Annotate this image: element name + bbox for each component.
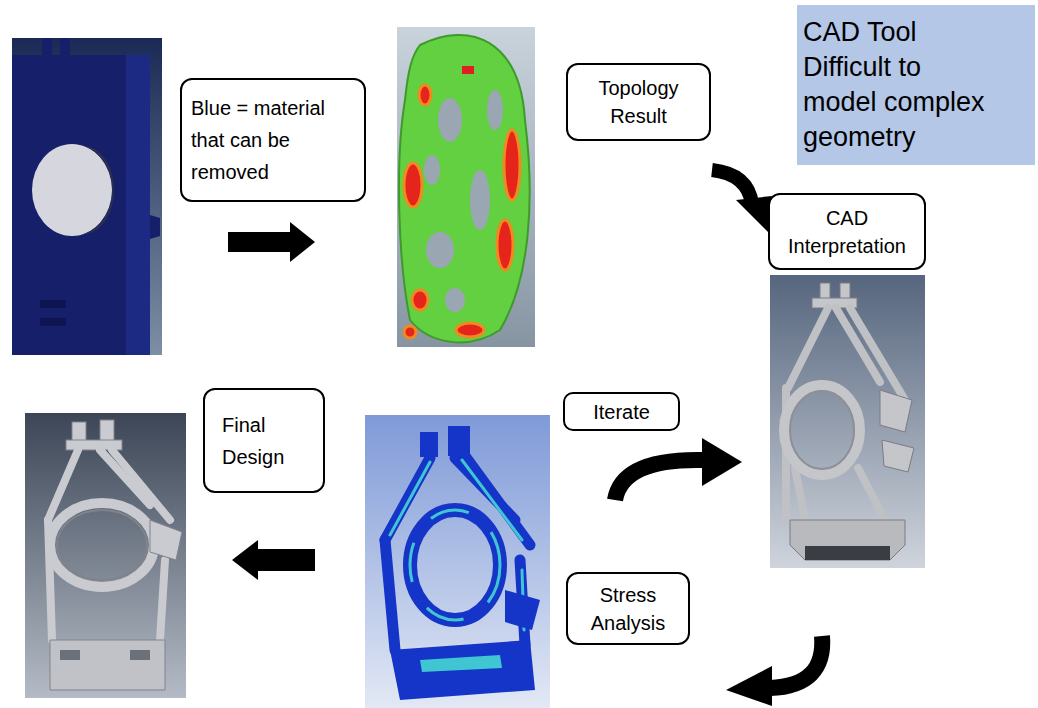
null-part-part — [788, 308, 828, 388]
topology-image-part — [424, 155, 440, 185]
label-text: Topology Result — [578, 74, 699, 130]
topology-image-part — [438, 98, 462, 142]
stress-image-part — [410, 510, 500, 620]
topology-image-part — [487, 90, 503, 130]
label-text: Blue = material that can be removed — [191, 92, 354, 188]
label-text: Stress Analysis — [578, 581, 678, 637]
stress-image-part — [390, 640, 535, 700]
final-image-part — [25, 413, 186, 698]
label-text: Iterate — [571, 399, 672, 425]
null-part-part — [504, 130, 520, 200]
cad-image-part — [882, 440, 914, 472]
original-part-image-part — [32, 144, 112, 236]
final-image-part — [57, 510, 147, 580]
final-image-part — [150, 520, 182, 560]
null-part-part — [497, 220, 513, 270]
cad-image-part — [805, 546, 890, 560]
note-box: CAD Tool Difficult to model complex geom… — [797, 5, 1035, 165]
final-image-part — [130, 650, 150, 660]
label-text: CAD Interpretation — [776, 204, 918, 260]
original-part-image-part — [126, 55, 150, 355]
original-part-image-part — [12, 55, 160, 355]
null-part — [404, 85, 520, 338]
null-part-part — [795, 468, 805, 520]
curved-arrow-part — [736, 196, 772, 232]
flow-arrow-part — [228, 222, 315, 262]
null-part-part — [456, 323, 484, 337]
final-image-part — [100, 420, 114, 442]
topology-image-part — [462, 66, 474, 74]
curved-arrow-part — [770, 636, 822, 688]
topology-image-part — [397, 27, 535, 347]
null-part-part — [850, 308, 905, 400]
final-image — [25, 413, 186, 698]
null-part-part — [404, 163, 422, 207]
topology-image-part — [426, 232, 454, 268]
topology-image — [397, 27, 535, 347]
label-text: CAD Tool Difficult to model complex geom… — [803, 15, 999, 155]
cad-image-part — [770, 275, 925, 568]
stress-image-part — [410, 510, 500, 620]
topology-image-part — [399, 35, 530, 342]
topology-image-part — [470, 170, 490, 230]
stress-image-part — [420, 655, 502, 672]
topology-image-part — [445, 288, 465, 312]
curved-arrow-part — [702, 438, 742, 486]
final-image-part — [50, 640, 165, 690]
step-label-box: Stress Analysis — [566, 572, 690, 645]
null-part — [390, 460, 524, 630]
cad-image-part — [784, 385, 860, 475]
null-part-part — [404, 326, 416, 338]
final-image-part — [72, 422, 86, 442]
cad-image-part — [790, 391, 854, 469]
null-part-part — [100, 450, 150, 505]
stress-image-part — [365, 415, 550, 708]
original-part-image-part — [40, 300, 66, 308]
curved-arrow-part — [615, 460, 704, 500]
cad-image — [770, 275, 925, 568]
label-text: Final Design — [222, 409, 313, 473]
stress-image-part — [505, 590, 540, 630]
step-label-box: Final Design — [203, 388, 325, 493]
null-part-part — [412, 290, 428, 310]
step-label-box: Topology Result — [566, 63, 711, 141]
original-part-image-part — [42, 38, 52, 58]
flow-arrow-part — [232, 540, 315, 580]
null-part-part — [385, 540, 395, 650]
callout-box: Blue = material that can be removed — [180, 78, 366, 202]
null-part-part — [160, 560, 165, 640]
final-image-part — [60, 650, 80, 660]
original-part-image-part — [84, 146, 114, 234]
step-label-box: Iterate — [563, 392, 680, 431]
cad-image-part — [880, 390, 912, 432]
curved-arrow-part — [726, 666, 772, 706]
original-part-image-part — [60, 38, 70, 58]
original-part-image-part — [12, 38, 162, 355]
cad-image-part — [790, 520, 905, 560]
final-image-part — [50, 503, 154, 587]
step-label-box: CAD Interpretation — [768, 193, 926, 270]
original-part-image — [12, 38, 162, 355]
null-part-part — [858, 468, 885, 520]
stress-image — [365, 415, 550, 708]
original-part-image-part — [40, 318, 66, 326]
null-part-part — [419, 85, 431, 105]
